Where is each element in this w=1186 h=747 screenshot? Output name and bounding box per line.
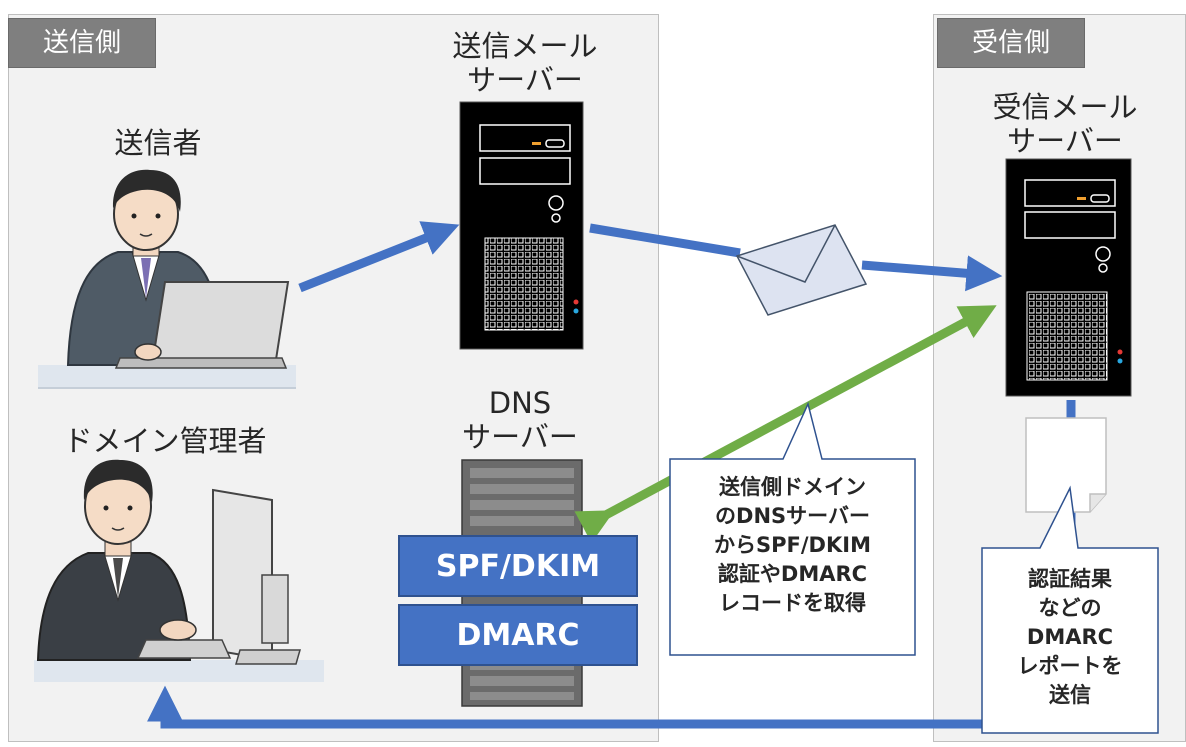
callout-dns-line: からSPF/DKIM	[714, 533, 871, 557]
send-mail-server-label-line1: 送信メール	[452, 29, 598, 63]
sender-label: 送信者	[114, 126, 202, 160]
callout-dns-line: レコードを取得	[719, 591, 866, 615]
sender-side-tag: 送信側	[8, 18, 156, 68]
domain-admin-illustration	[34, 459, 324, 682]
callout-report-line: レポートを	[1017, 654, 1123, 678]
report-document-icon	[1025, 417, 1107, 513]
arrow-dns-lookup	[574, 305, 997, 544]
sender-person-illustration	[38, 169, 296, 389]
recv-mail-server-label-line2: サーバー	[1007, 124, 1123, 158]
callout-dns-line: 送信側ドメイン	[719, 475, 866, 499]
callout-dns-line: のDNSサーバー	[715, 504, 870, 528]
callout-dns-lookup-text: 送信側ドメイン のDNSサーバー からSPF/DKIM 認証やDMARC レコー…	[672, 473, 913, 618]
dmarc-record-box: DMARC	[398, 604, 638, 666]
callout-report-line: などの	[1038, 596, 1102, 620]
domain-admin-label: ドメイン管理者	[63, 424, 267, 458]
dns-server-label-line2: サーバー	[462, 420, 578, 454]
arrow-envelope-to-recv-server	[861, 255, 1003, 292]
callout-dns-lookup-bubble	[669, 401, 916, 656]
callout-report-line: 送信	[1049, 683, 1091, 707]
callout-report-line: 認証結果	[1028, 567, 1112, 591]
callout-dns-line: 認証やDMARC	[717, 562, 868, 586]
send-mail-server-label-line2: サーバー	[467, 63, 583, 97]
spf-dkim-record-box: SPF/DKIM	[398, 535, 638, 597]
callout-report-line: DMARC	[1026, 625, 1114, 649]
send-mail-server-illustration	[459, 101, 584, 350]
envelope-icon	[735, 224, 868, 316]
recv-mail-server-label-line1: 受信メール	[992, 90, 1138, 124]
recv-mail-server-illustration	[1005, 158, 1132, 397]
callout-report-bubble	[981, 485, 1159, 734]
arrow-send-server-to-envelope	[589, 223, 741, 258]
receiver-side-tag: 受信側	[937, 18, 1085, 68]
arrow-sender-to-send-server	[298, 221, 460, 293]
dns-server-label-line1: DNS	[488, 386, 552, 420]
callout-report-text: 認証結果 などの DMARC レポートを 送信	[984, 565, 1156, 710]
